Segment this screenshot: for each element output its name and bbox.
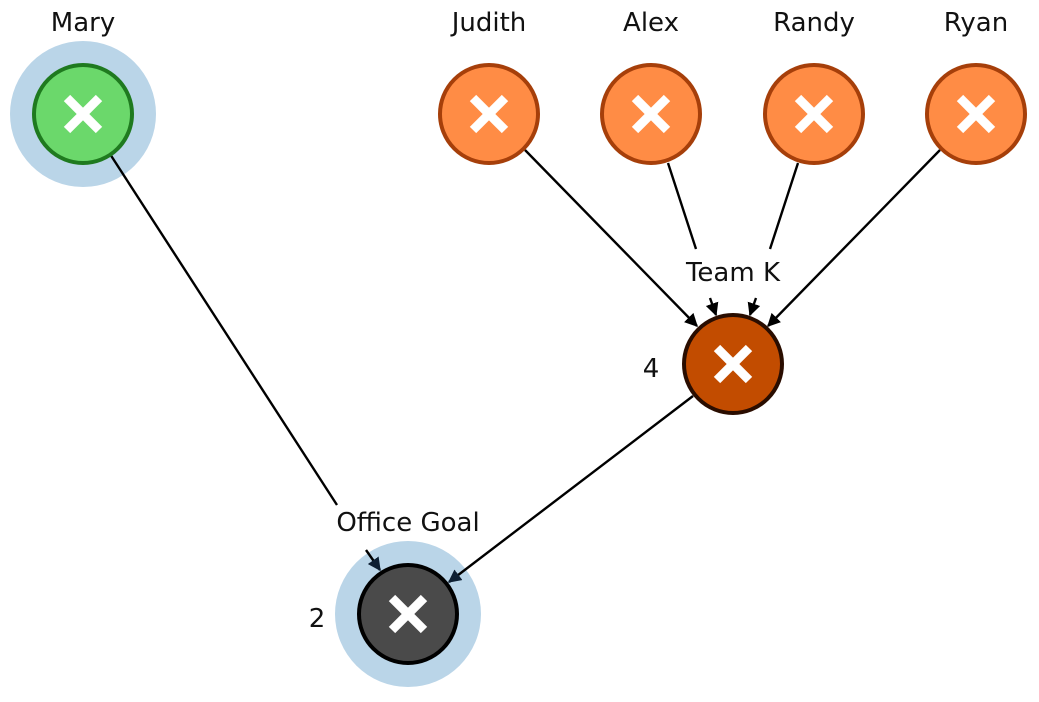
edge-randy-to-team-arrow (747, 297, 761, 317)
node-alex-label: Alex (623, 8, 679, 38)
edge-alex-to-team (666, 162, 698, 250)
node-ryan[interactable]: Ryan (925, 8, 1027, 165)
node-team-k-count: 4 (643, 354, 660, 384)
node-team-k[interactable]: Team K 4 (643, 258, 784, 415)
close-icon (63, 94, 103, 134)
edge-judith-to-team (524, 149, 698, 327)
node-randy[interactable]: Randy (763, 8, 865, 165)
edge-mary-to-goal-arrow (365, 549, 381, 572)
node-team-k-label: Team K (685, 258, 781, 288)
node-ryan-label: Ryan (944, 8, 1008, 38)
edge-alex-to-team-arrow (705, 297, 719, 317)
close-icon (713, 344, 753, 384)
node-office-goal-count: 2 (309, 604, 326, 634)
node-randy-label: Randy (773, 8, 855, 38)
node-mary-label: Mary (51, 8, 115, 38)
close-icon (794, 94, 834, 134)
edge-team-to-goal (447, 395, 694, 583)
node-alex[interactable]: Alex (600, 8, 702, 165)
edge-randy-to-team (768, 162, 800, 250)
edge-mary-to-goal (108, 153, 339, 506)
close-icon (469, 94, 509, 134)
edge-ryan-to-team (767, 149, 941, 327)
node-judith-label: Judith (450, 8, 527, 38)
close-icon (956, 94, 996, 134)
close-icon (388, 594, 428, 634)
node-judith[interactable]: Judith (438, 8, 540, 165)
node-office-goal[interactable]: Office Goal 2 (309, 508, 480, 665)
close-icon (631, 94, 671, 134)
node-mary[interactable]: Mary (32, 8, 134, 165)
node-office-goal-label: Office Goal (336, 508, 479, 538)
